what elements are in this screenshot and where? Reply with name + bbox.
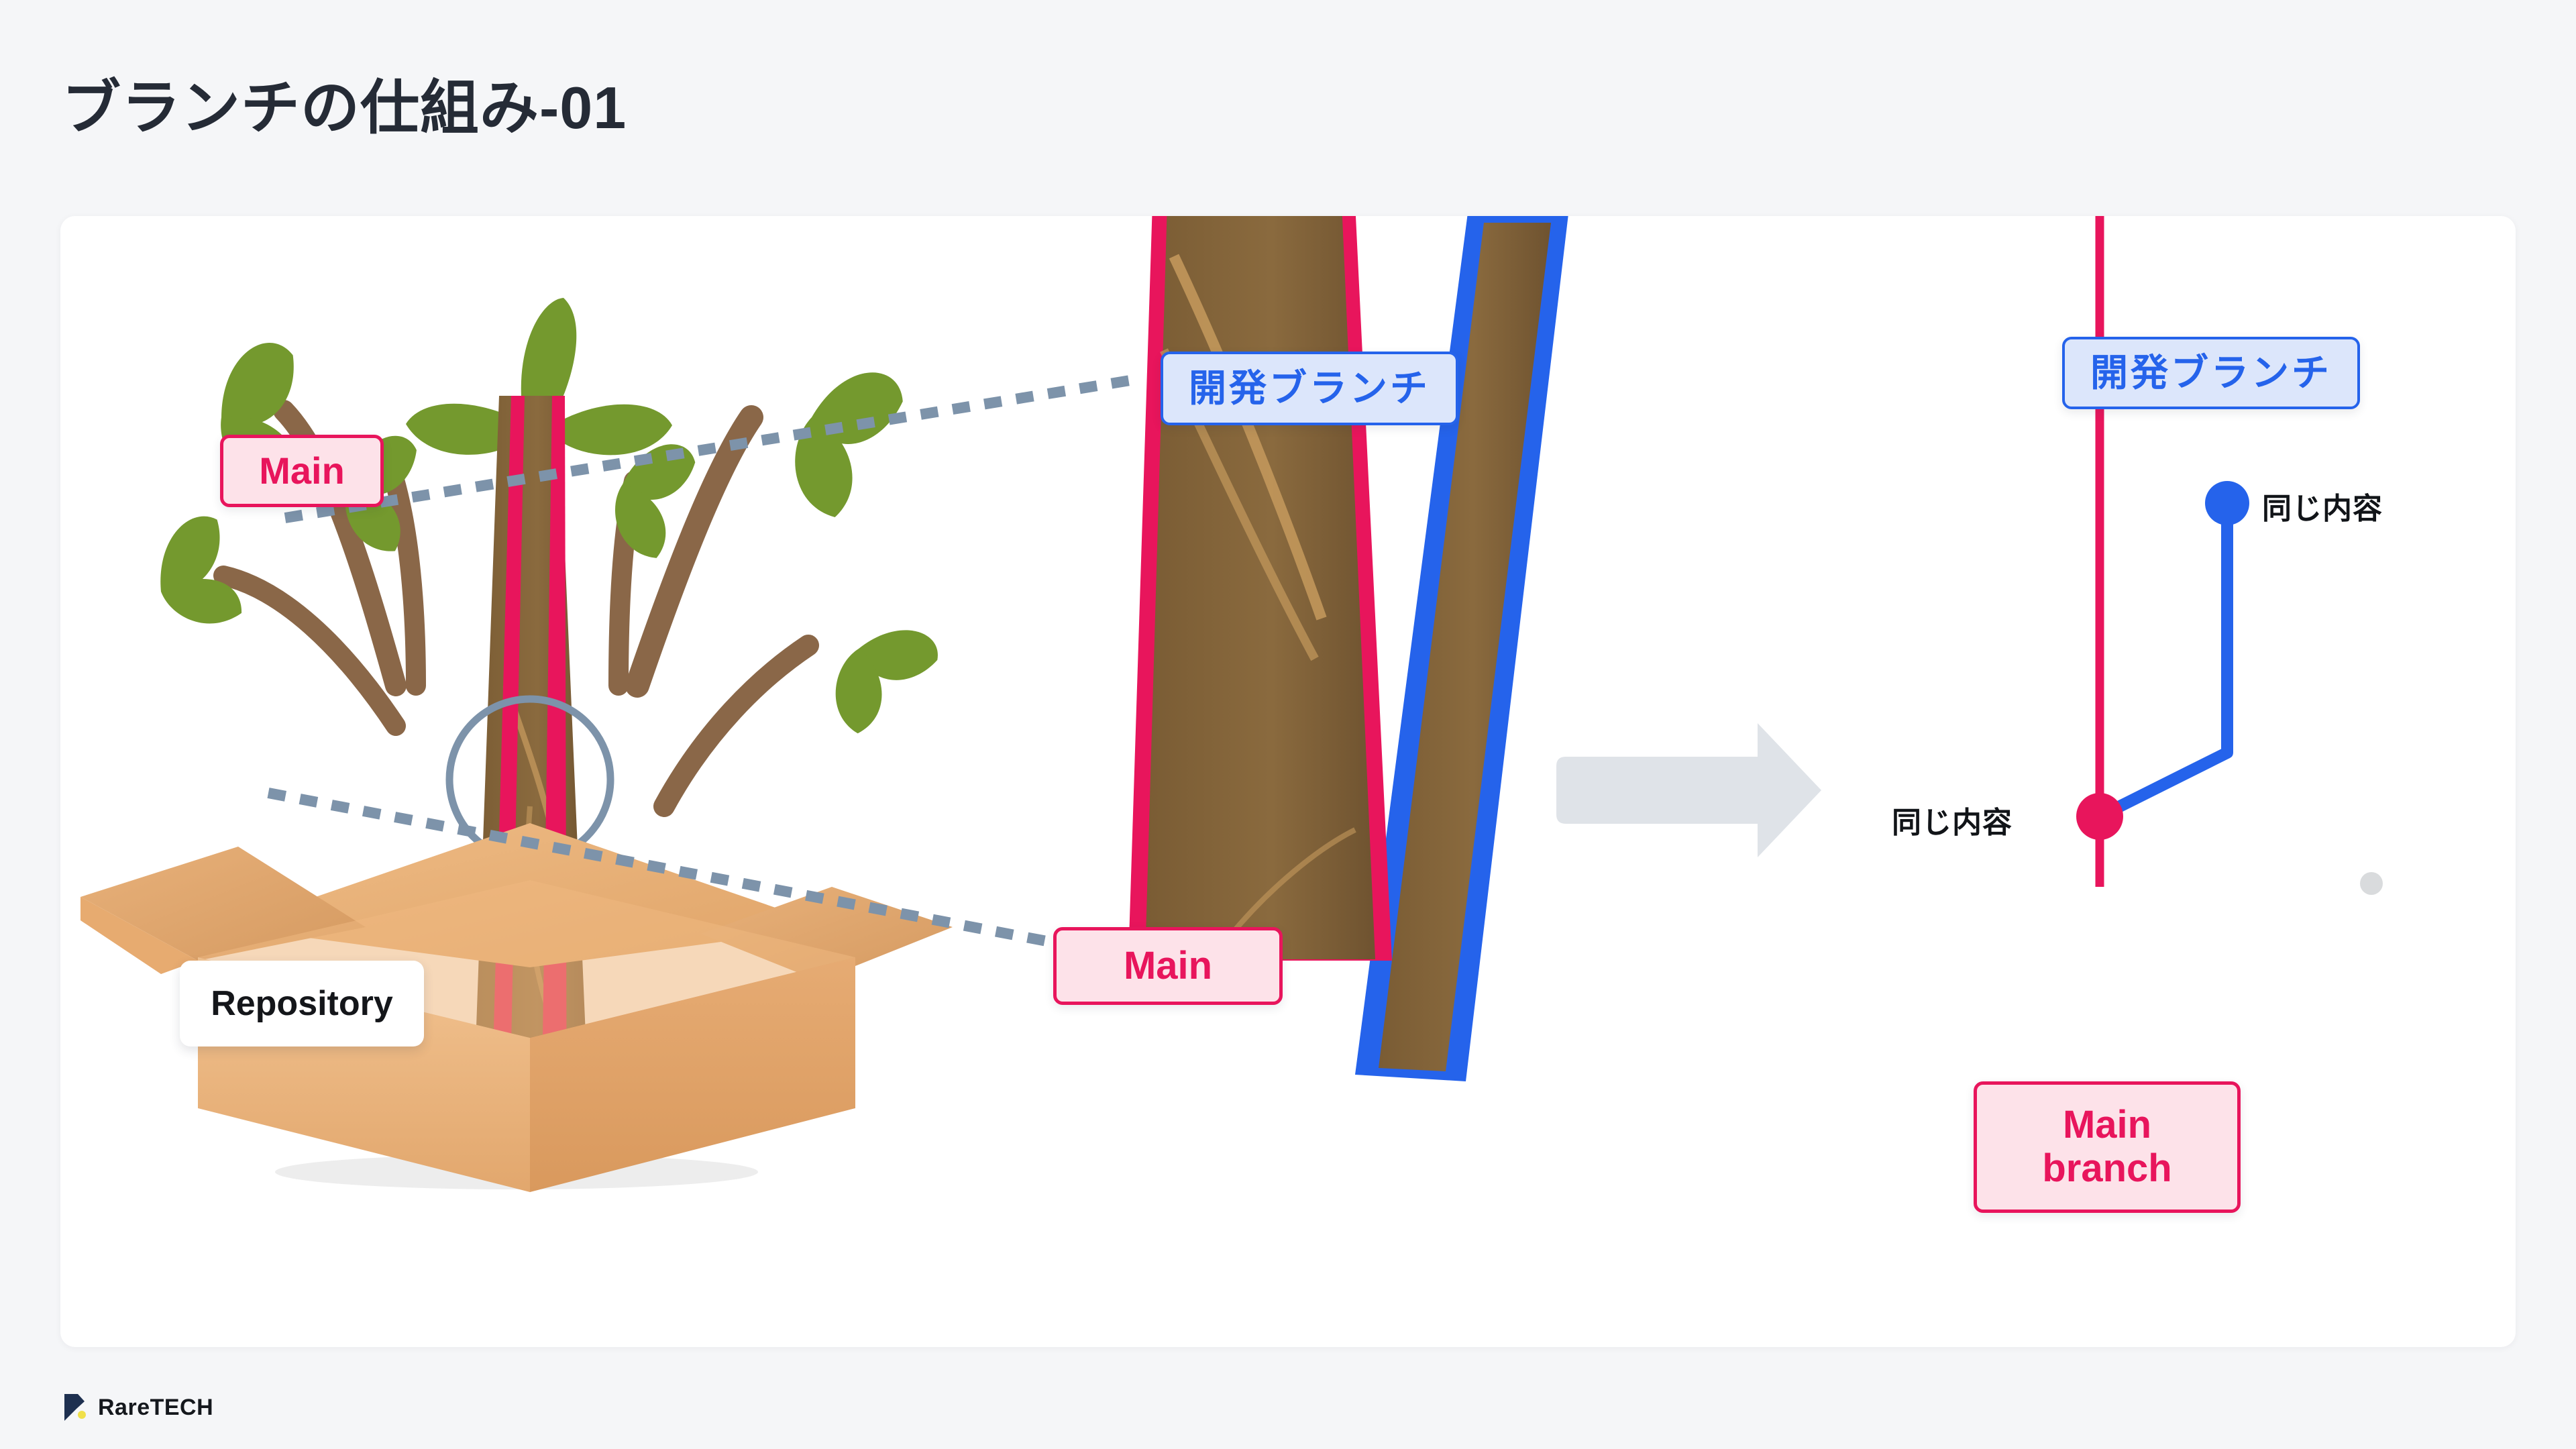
graph-dev-line — [2094, 505, 2233, 822]
closeup-main-badge[interactable]: Main — [1053, 927, 1283, 1005]
footer-brand-text: RareTECH — [98, 1394, 214, 1420]
dev-branch-wood — [1379, 223, 1551, 1071]
dev-branch-badge-right[interactable]: 開発ブランチ — [2062, 337, 2360, 409]
branch-graph — [2076, 216, 2383, 895]
graph-node-main — [2076, 793, 2123, 840]
dotted-connector-bottom — [267, 788, 1115, 959]
dotted-connector-top — [284, 375, 1132, 523]
main-branch-badge[interactable]: Main branch — [1974, 1081, 2241, 1213]
raretech-logo-icon — [64, 1394, 86, 1421]
tree-illustration — [80, 298, 953, 1192]
graph-node-faint — [2360, 872, 2383, 895]
page-title: ブランチの仕組み-01 — [62, 74, 627, 141]
diagram-canvas: Main Repository 開発ブランチ Main 開発ブランチ Main … — [60, 216, 2516, 1347]
closeup-trunk — [1145, 216, 1375, 959]
repository-box — [80, 823, 953, 1192]
transform-arrow — [1556, 723, 1821, 857]
dev-branch-badge-middle[interactable]: 開発ブランチ — [1161, 352, 1458, 425]
content-card: Main Repository 開発ブランチ Main 開発ブランチ Main … — [60, 216, 2516, 1347]
repository-badge[interactable]: Repository — [180, 961, 424, 1046]
tree-main-badge[interactable]: Main — [220, 435, 384, 507]
graph-node-dev — [2205, 481, 2249, 525]
footer-brand: RareTECH — [62, 1393, 213, 1422]
node-label-main: 同じ内容 — [1892, 806, 2012, 839]
node-label-dev: 同じ内容 — [2262, 492, 2383, 525]
